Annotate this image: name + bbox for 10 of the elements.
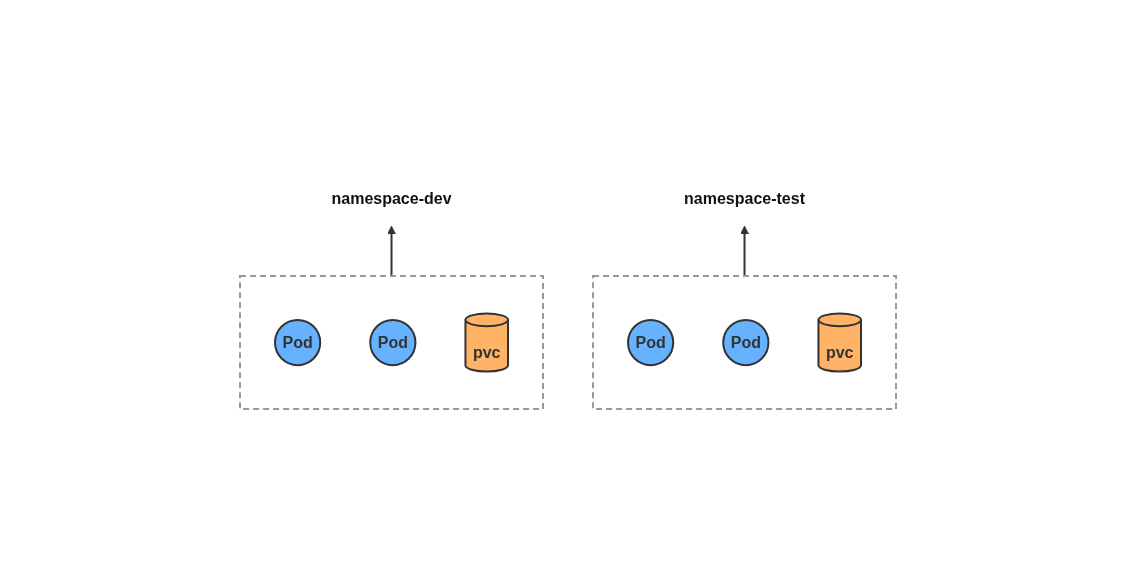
- node-text: namespace-dev: [331, 190, 453, 208]
- arrow: [740, 226, 750, 278]
- cluster: [592, 275, 898, 411]
- arrow: [387, 226, 397, 278]
- node-circle: Pod: [627, 319, 675, 367]
- node-circle: Pod: [369, 319, 417, 367]
- node-circle: Pod: [274, 319, 322, 367]
- node-text: namespace-test: [684, 190, 806, 208]
- node-circle: Pod: [722, 319, 770, 367]
- cluster: [239, 275, 545, 411]
